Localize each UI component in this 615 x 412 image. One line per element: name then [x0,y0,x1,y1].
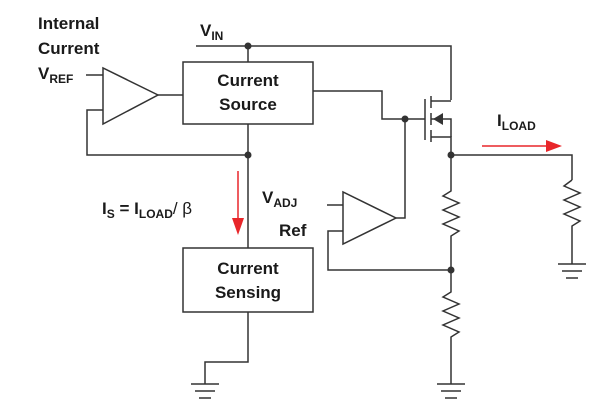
current-source-label-2: Source [219,95,277,114]
ground-icon [437,383,465,399]
ground-icon [191,383,219,399]
current-sensing-label-1: Current [217,259,279,278]
ref-label: Ref [279,221,307,240]
junction-vin [244,42,252,50]
junction-sense [244,151,252,159]
feedback-wire [86,109,248,156]
current-sensing-label-2: Sensing [215,283,281,302]
current-sensing-box [182,247,314,313]
sense-ground-wire [204,312,249,384]
vin-rail [196,45,452,100]
iload-label: ILOAD [497,111,536,133]
op-amp-icon [102,66,160,126]
op-amp-icon [342,190,398,246]
vref-label: VREF [38,64,73,86]
current-label: Current [38,39,100,58]
resistor-icon [441,155,461,384]
internal-label: Internal [38,14,99,33]
arrow-icon [232,218,244,235]
output-wire [451,154,573,180]
arrow-icon [546,140,562,152]
ref-feedback-wire [327,230,451,271]
resistor-icon [562,179,582,264]
current-source-label-1: Current [217,71,279,90]
vadj-label: VADJ [262,188,297,210]
vin-label: VIN [200,21,223,43]
current-source-box [182,61,314,125]
mosfet-icon [424,96,452,155]
source-to-gate-wire [313,90,425,120]
ground-icon [558,263,586,279]
is-label: IS = ILOAD/ β [102,199,192,221]
erramp-to-gate-wire [396,119,406,219]
